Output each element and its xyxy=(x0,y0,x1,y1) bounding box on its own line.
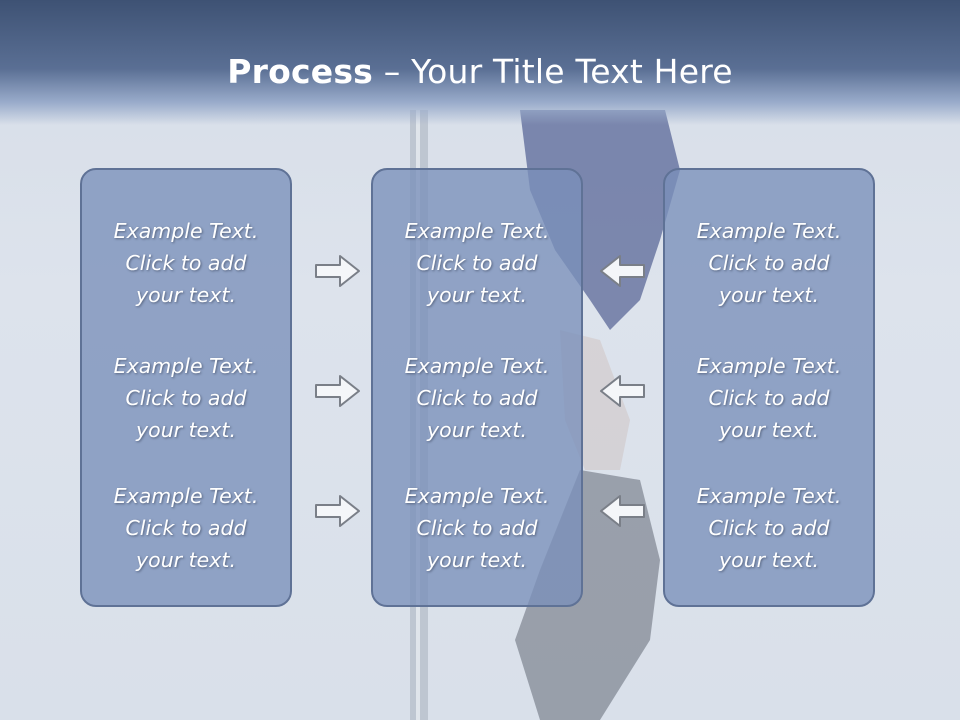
panel-text[interactable]: Example Text. Click to add your text. xyxy=(113,484,259,572)
arrow-right-icon xyxy=(315,255,360,287)
panel-text[interactable]: Example Text. Click to add your text. xyxy=(404,219,550,307)
panel-text[interactable]: Example Text. Click to add your text. xyxy=(696,219,842,307)
process-panel-right[interactable]: Example Text. Click to add your text. Ex… xyxy=(663,168,875,607)
arrow-right-icon xyxy=(315,375,360,407)
title-bold: Process xyxy=(227,52,374,91)
arrow-left-icon xyxy=(600,375,645,407)
panel-text[interactable]: Example Text. Click to add your text. xyxy=(696,354,842,442)
title-band xyxy=(0,0,960,125)
panel-text[interactable]: Example Text. Click to add your text. xyxy=(404,354,550,442)
arrow-left-icon xyxy=(600,495,645,527)
panel-text[interactable]: Example Text. Click to add your text. xyxy=(696,484,842,572)
panel-text[interactable]: Example Text. Click to add your text. xyxy=(404,484,550,572)
panel-text[interactable]: Example Text. Click to add your text. xyxy=(113,219,259,307)
arrow-left-icon xyxy=(600,255,645,287)
panel-text[interactable]: Example Text. Click to add your text. xyxy=(113,354,259,442)
process-panel-center[interactable]: Example Text. Click to add your text. Ex… xyxy=(371,168,583,607)
slide-title[interactable]: Process – Your Title Text Here xyxy=(0,52,960,91)
title-rest: – Your Title Text Here xyxy=(373,52,733,91)
process-panel-left[interactable]: Example Text. Click to add your text. Ex… xyxy=(80,168,292,607)
arrow-right-icon xyxy=(315,495,360,527)
